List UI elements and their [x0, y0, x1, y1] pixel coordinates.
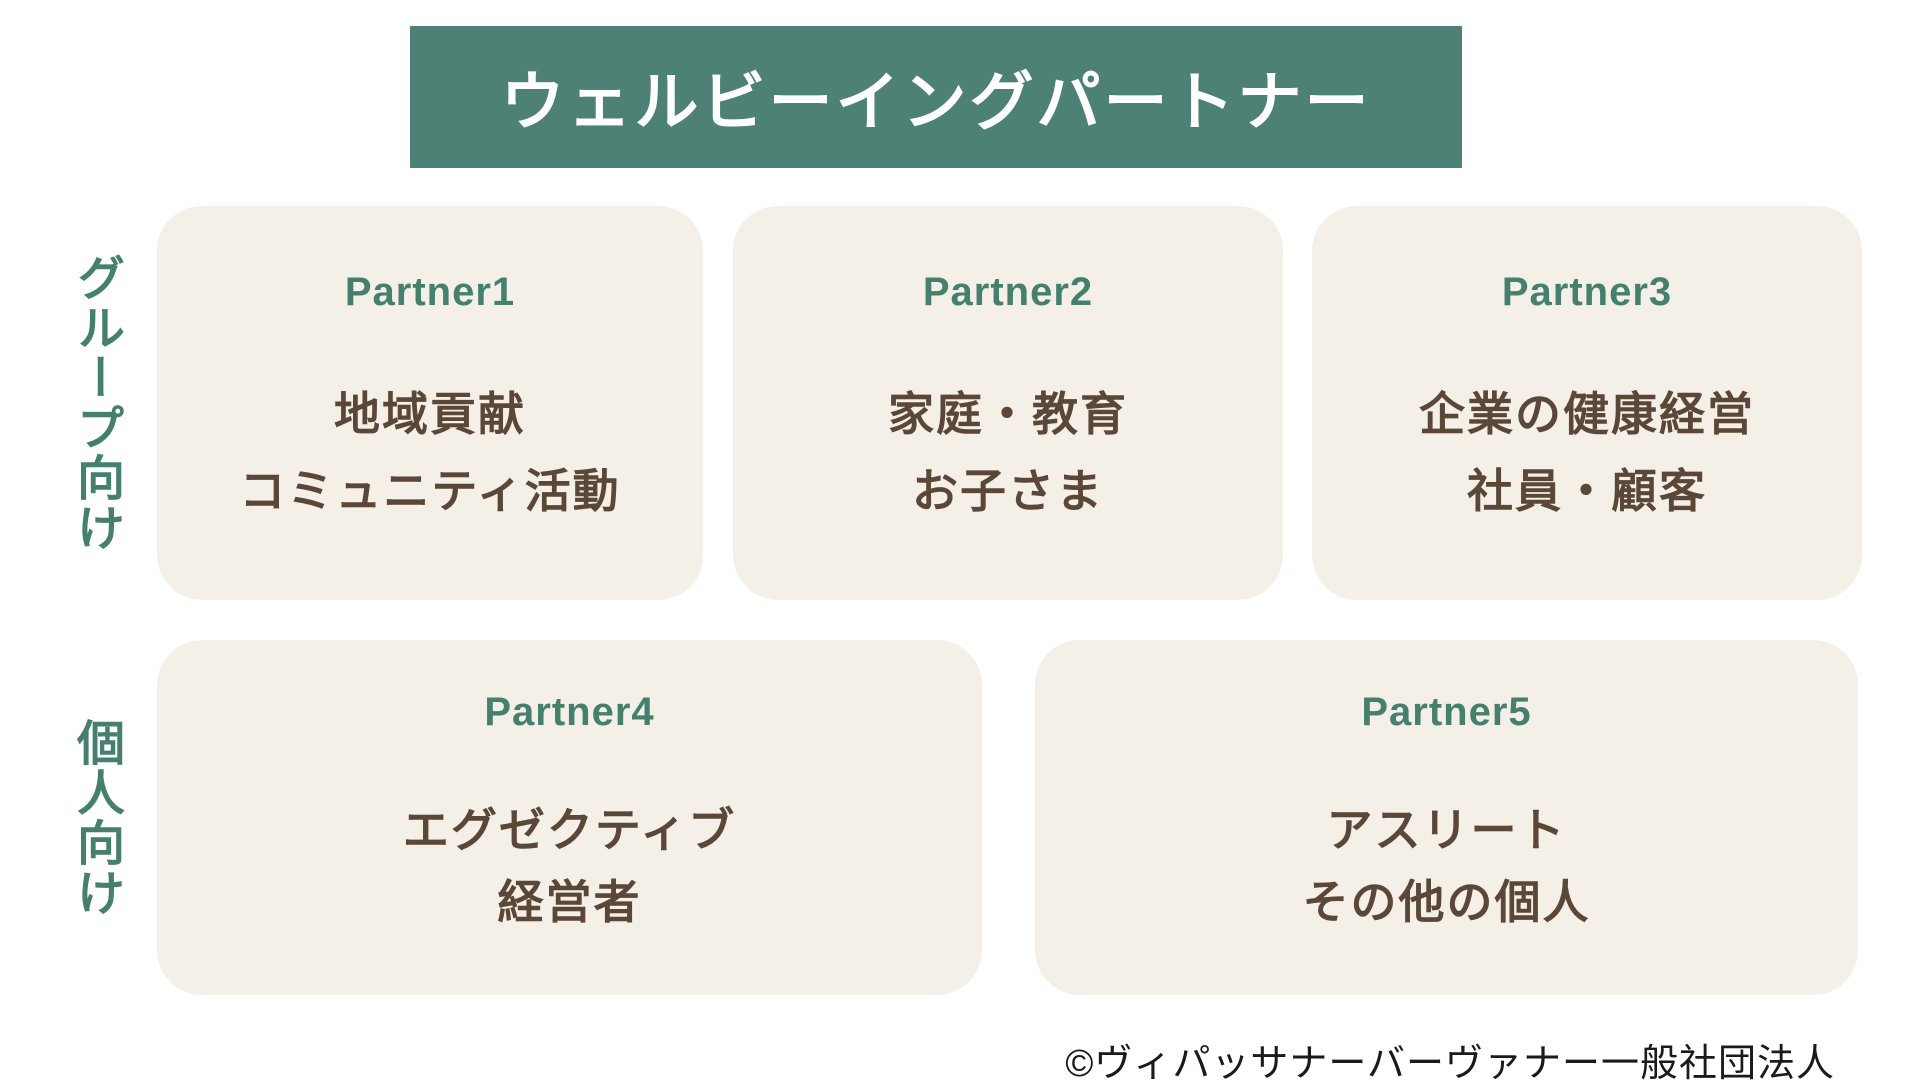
partner2-line-1: 家庭・教育 — [888, 388, 1128, 440]
partner4-line-2: 経営者 — [497, 876, 642, 928]
partner2-description: 家庭・教育 お子さま — [888, 376, 1128, 530]
partner3-description: 企業の健康経営 社員・顧客 — [1419, 376, 1755, 530]
partner5-card: Partner5 アスリート その他の個人 — [1035, 640, 1858, 995]
partner3-line-2: 社員・顧客 — [1467, 465, 1707, 517]
partner2-card: Partner2 家庭・教育 お子さま — [733, 206, 1283, 600]
partner4-description: エグゼクティブ 経営者 — [403, 794, 736, 938]
partner3-title: Partner3 — [1501, 270, 1673, 314]
partner3-card: Partner3 企業の健康経営 社員・顧客 — [1312, 206, 1862, 600]
partner4-title: Partner4 — [484, 690, 655, 734]
partner2-line-2: お子さま — [912, 465, 1104, 517]
partner5-line-2: その他の個人 — [1302, 876, 1591, 928]
page-title: ウェルビーイングパートナー — [500, 66, 1372, 138]
partner3-line-1: 企業の健康経営 — [1419, 388, 1755, 440]
row-label-group: グループ向け — [69, 253, 122, 553]
partner2-title: Partner2 — [922, 270, 1094, 314]
partner1-line-2: コミュニティ活動 — [239, 465, 621, 517]
partner1-line-1: 地域貢献 — [334, 388, 526, 440]
partner5-title: Partner5 — [1361, 690, 1532, 734]
partner1-title: Partner1 — [344, 270, 516, 314]
row-label-individual: 個人向け — [69, 717, 122, 918]
partner4-card: Partner4 エグゼクティブ 経営者 — [157, 640, 982, 995]
partner5-line-1: アスリート — [1326, 804, 1567, 856]
partner4-line-1: エグゼクティブ — [402, 804, 737, 856]
partner1-card: Partner1 地域貢献 コミュニティ活動 — [157, 206, 703, 600]
partner1-description: 地域貢献 コミュニティ活動 — [239, 376, 620, 530]
copyright-text: ©ヴィパッサナーバーヴァナー一般社団法人 — [1065, 1043, 1835, 1080]
title-banner: ウェルビーイングパートナー — [410, 26, 1462, 168]
partner5-description: アスリート その他の個人 — [1303, 794, 1591, 938]
